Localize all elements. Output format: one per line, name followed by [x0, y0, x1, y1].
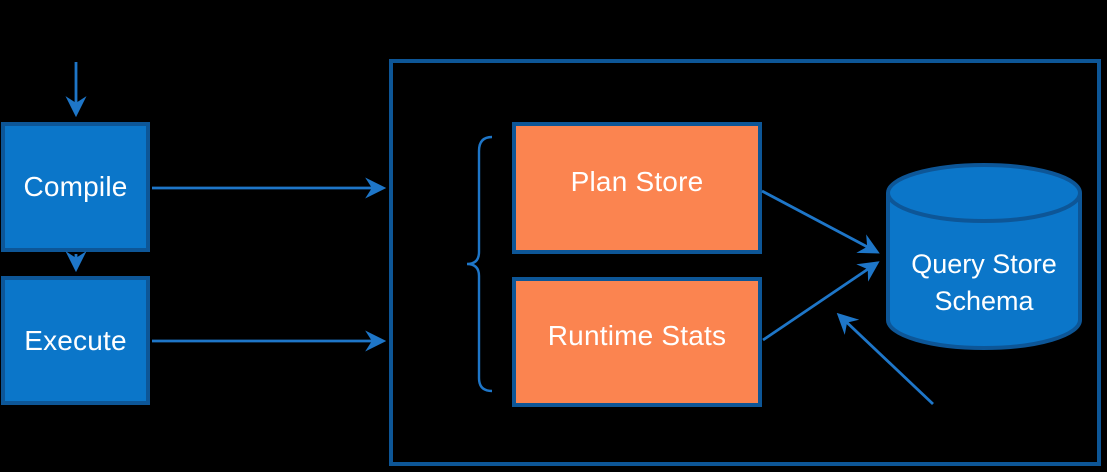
execute-box: Execute [1, 276, 150, 405]
plan-store-label: Plan Store [570, 166, 704, 197]
query-store-schema-line1: Query Store [911, 249, 1057, 279]
execute-label: Execute [24, 324, 127, 356]
compile-label: Compile [23, 171, 128, 202]
query-store-schema-label: Query Store Schema [888, 228, 1080, 338]
runtime-stats-box: Runtime Stats [512, 277, 762, 407]
query-store-schema-line2: Schema [934, 286, 1034, 316]
compile-box: Compile [1, 122, 150, 252]
query-store-frame [389, 59, 1101, 466]
plan-store-box: Plan Store [512, 122, 762, 254]
runtime-stats-label: Runtime Stats [547, 320, 727, 351]
